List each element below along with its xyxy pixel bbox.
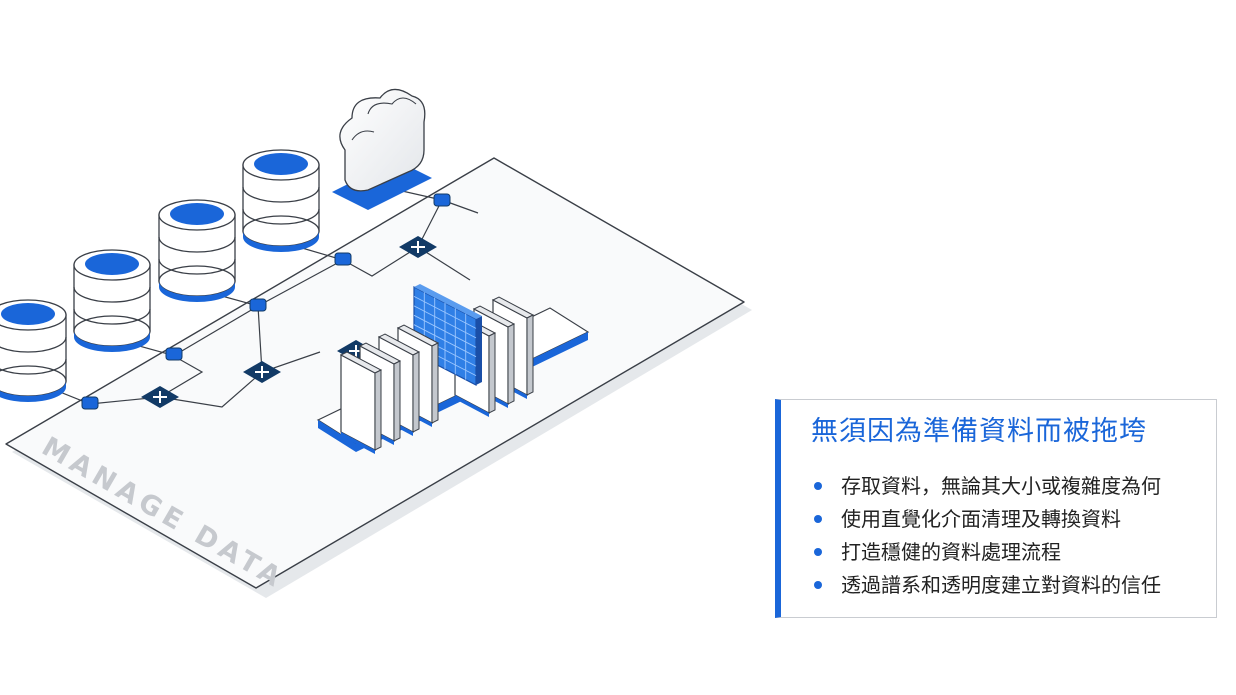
database-icon (158, 199, 236, 302)
bullet-icon (814, 581, 822, 589)
database-icon (242, 149, 320, 252)
merge-node (399, 236, 437, 258)
bullet-icon (814, 548, 822, 556)
callout-title: 無須因為準備資料而被拖垮 (811, 416, 1147, 447)
feature-item-text: 透過譜系和透明度建立對資料的信任 (841, 573, 1161, 597)
cloud-icon (332, 88, 432, 210)
feature-item: 透過譜系和透明度建立對資料的信任 (811, 569, 1200, 602)
feature-item: 存取資料，無論其大小或複雜度為何 (811, 470, 1200, 503)
merge-node (243, 361, 281, 383)
merge-node (141, 386, 179, 408)
feature-item-text: 存取資料，無論其大小或複雜度為何 (841, 474, 1161, 498)
feature-item: 打造穩健的資料處理流程 (811, 536, 1200, 569)
bullet-icon (814, 515, 822, 523)
server-panel (339, 351, 383, 454)
database-icon (0, 299, 67, 402)
database-stacks (0, 149, 320, 402)
feature-item-text: 打造穩健的資料處理流程 (841, 540, 1061, 564)
database-icon (73, 249, 151, 352)
feature-item: 使用直覺化介面清理及轉換資料 (811, 503, 1200, 536)
bullet-icon (814, 482, 822, 490)
manage-data-illustration: MANAGE DATA (0, 88, 752, 598)
feature-list: 存取資料，無論其大小或複雜度為何 使用直覺化介面清理及轉換資料 打造穩健的資料處… (811, 470, 1200, 602)
feature-callout: 無須因為準備資料而被拖垮 存取資料，無論其大小或複雜度為何 使用直覺化介面清理及… (775, 399, 1217, 618)
server-rack (316, 284, 590, 454)
feature-item-text: 使用直覺化介面清理及轉換資料 (841, 507, 1121, 531)
connector-nodes (81, 193, 451, 410)
